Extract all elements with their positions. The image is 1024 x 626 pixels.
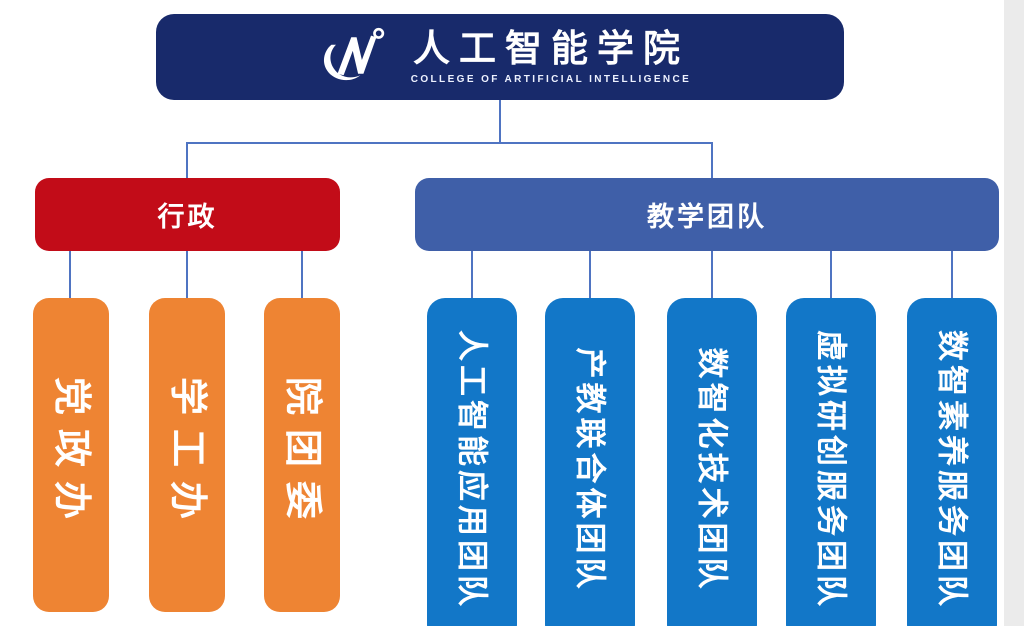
connector-teach-child-1 <box>471 251 473 298</box>
dept-pillar-party-admin-office: 党政办 <box>33 298 109 612</box>
connector-teach-child-4 <box>830 251 832 298</box>
branch-teaching-box: 教学团队 <box>415 178 999 251</box>
college-subtitle: COLLEGE OF ARTIFICIAL INTELLIGENCE <box>410 73 692 85</box>
college-header-text: 人工智能学院 COLLEGE OF ARTIFICIAL INTELLIGENC… <box>411 30 692 85</box>
dept-pillar-label: 学工办 <box>166 376 208 534</box>
branch-admin-box: 行政 <box>35 178 340 251</box>
connector-admin-child-3 <box>301 251 303 298</box>
connector-admin-stem <box>186 143 188 178</box>
connector-horizontal-top <box>186 142 713 144</box>
dept-pillar-label: 院团委 <box>281 376 323 534</box>
branch-teaching-label: 教学团队 <box>647 202 767 232</box>
dept-pillar-student-affairs-office: 学工办 <box>149 298 225 612</box>
dept-pillar-youth-league: 院团委 <box>264 298 340 612</box>
team-pillar-digital-literacy-service: 数智素养服务团队 <box>907 298 997 626</box>
connector-admin-child-1 <box>69 251 71 298</box>
connector-teach-child-5 <box>951 251 953 298</box>
college-header: 人工智能学院 COLLEGE OF ARTIFICIAL INTELLIGENC… <box>156 14 844 100</box>
connector-header-trunk <box>499 100 501 143</box>
team-pillar-industry-education: 产教联合体团队 <box>545 298 635 626</box>
team-pillar-digital-intelligence-tech: 数智化技术团队 <box>667 298 757 626</box>
team-pillar-label: 数智素养服务团队 <box>934 330 970 610</box>
team-pillar-virtual-research-service: 虚拟研创服务团队 <box>786 298 876 626</box>
branch-admin-label: 行政 <box>157 202 218 232</box>
team-pillar-label: 虚拟研创服务团队 <box>813 330 849 610</box>
slide-edge-strip <box>1004 0 1024 626</box>
team-pillar-ai-application: 人工智能应用团队 <box>427 298 517 626</box>
connector-teach-child-3 <box>711 251 713 298</box>
team-pillar-label: 数智化技术团队 <box>694 347 730 593</box>
connector-teaching-stem <box>711 143 713 178</box>
team-pillar-label: 人工智能应用团队 <box>454 330 490 610</box>
college-title: 人工智能学院 <box>413 27 689 69</box>
dept-pillar-label: 党政办 <box>50 376 92 534</box>
team-pillar-label: 产教联合体团队 <box>572 347 608 593</box>
connector-teach-child-2 <box>589 251 591 298</box>
college-logo-icon <box>323 27 384 81</box>
connector-admin-child-2 <box>186 251 188 298</box>
